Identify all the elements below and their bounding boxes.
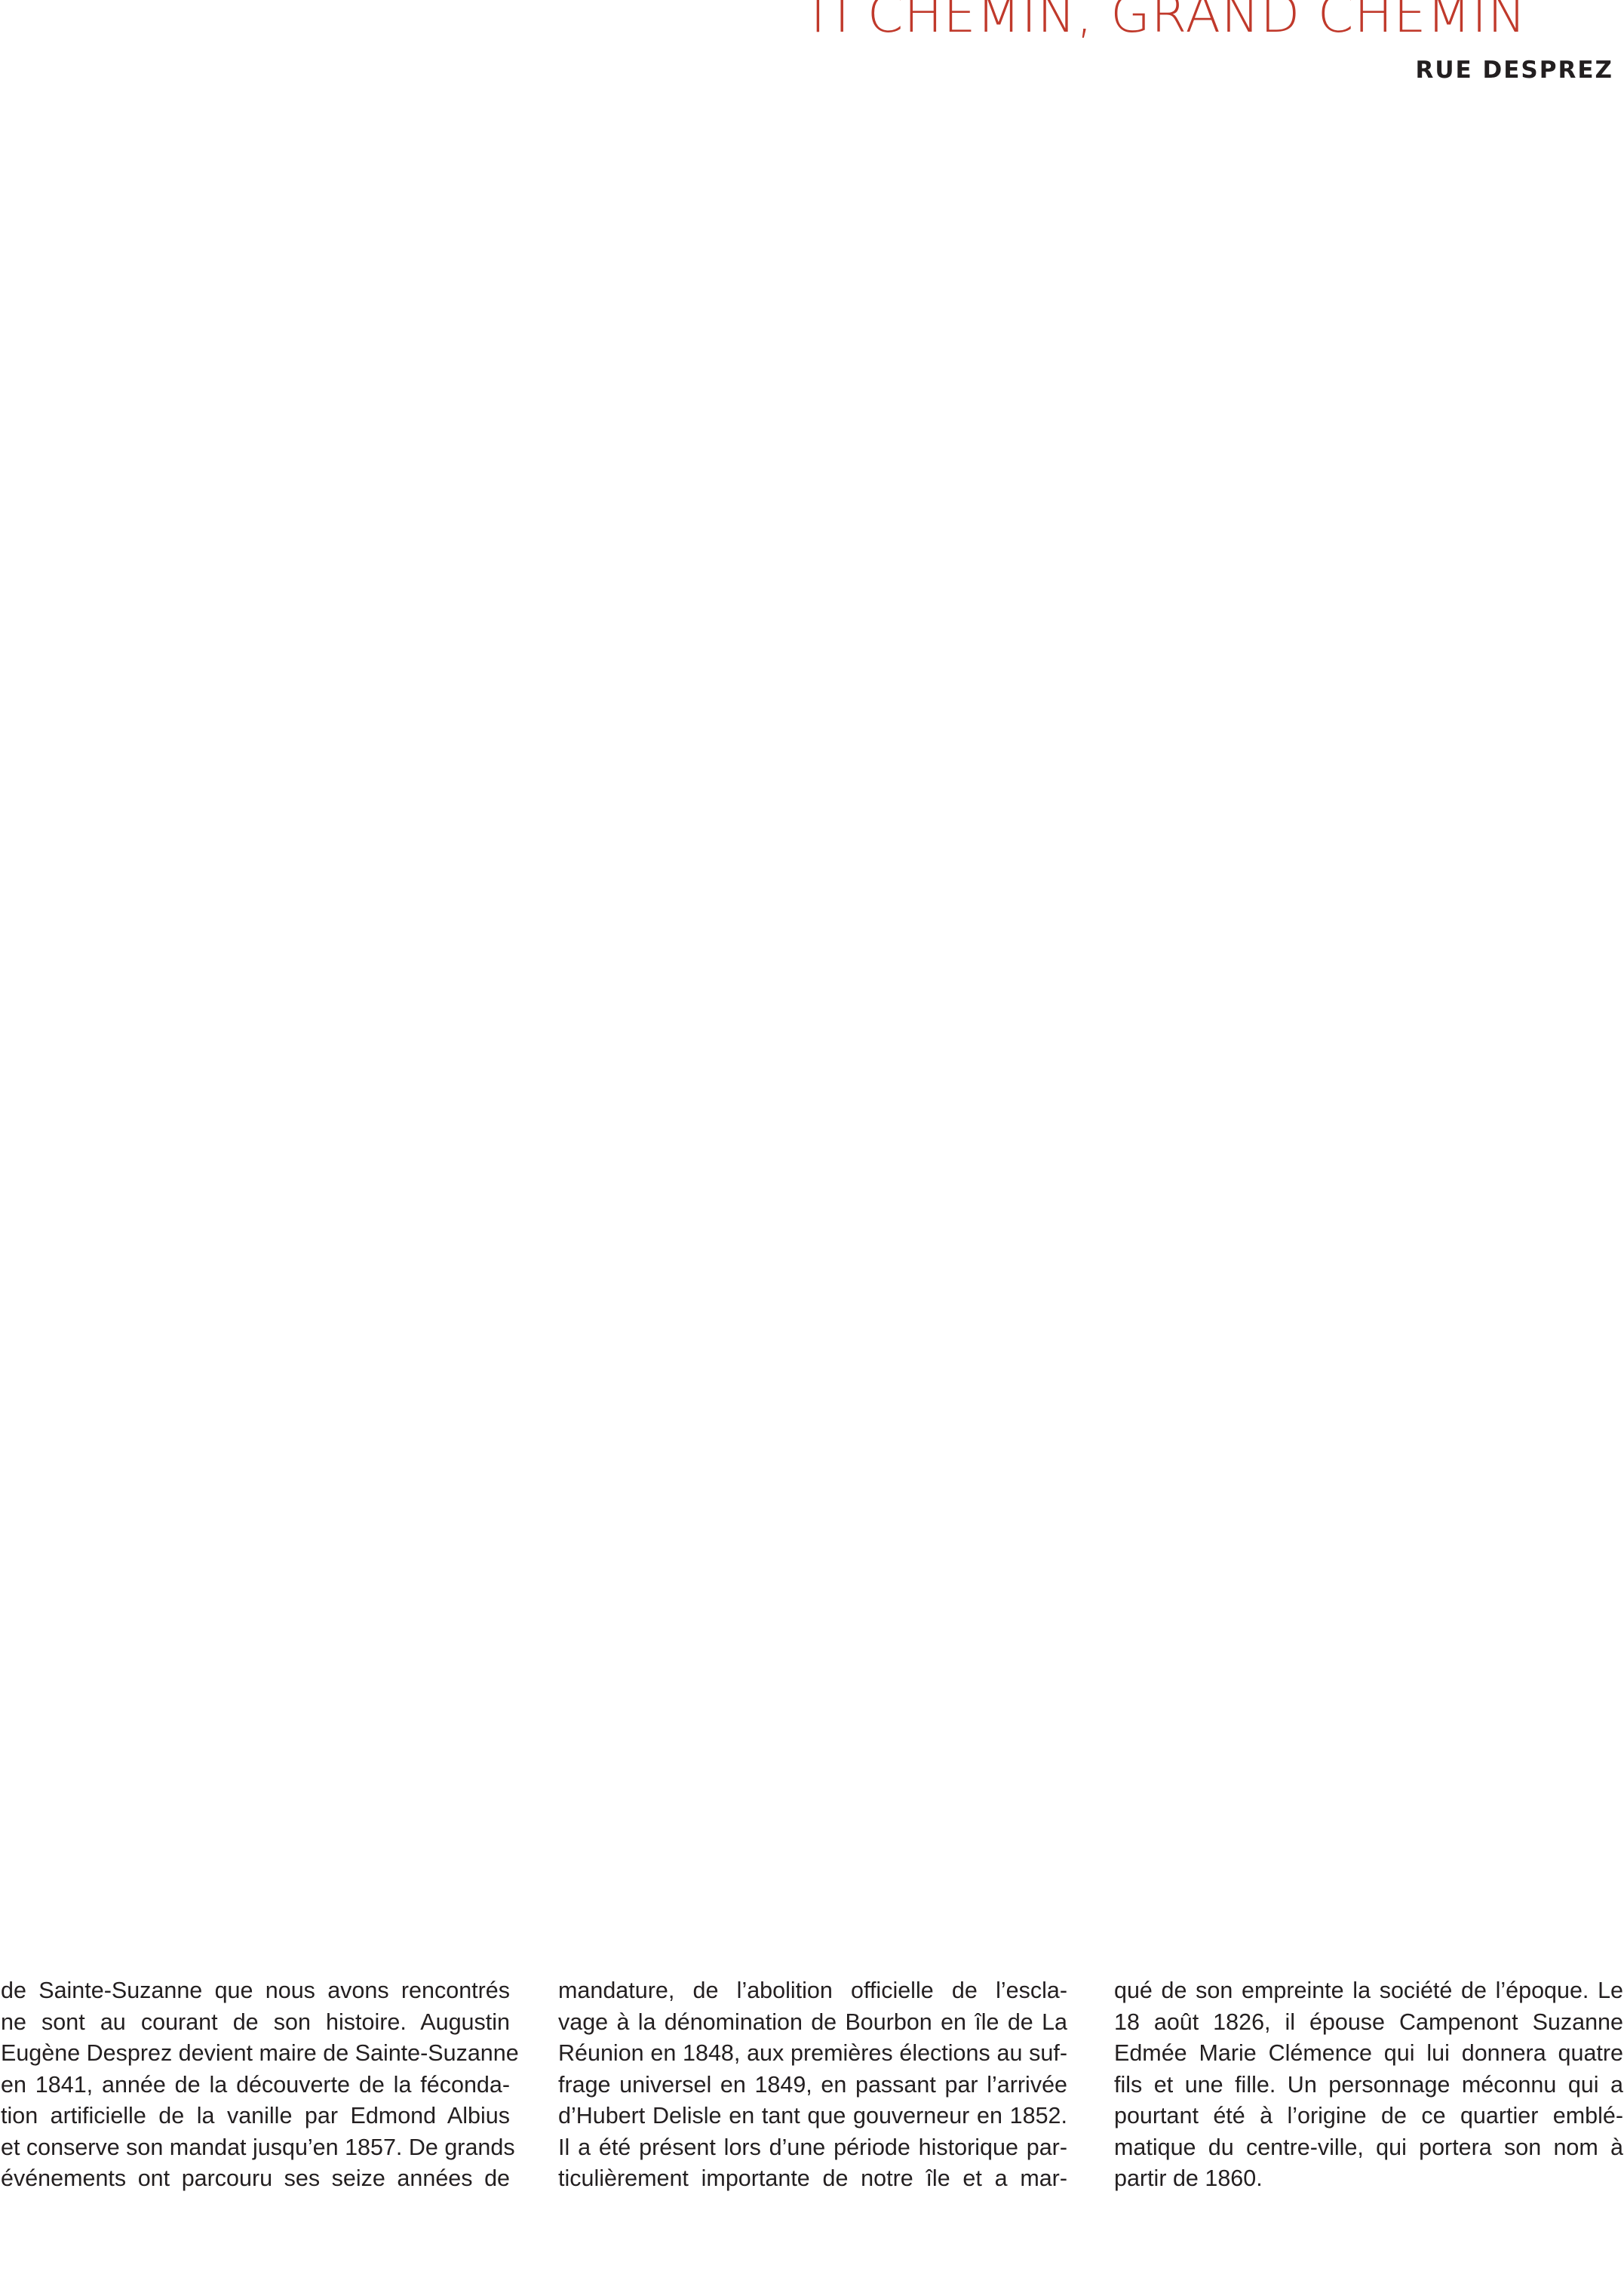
text-line: événements ont parcouru ses seize années…: [1, 2165, 510, 2191]
text-line: qué de son empreinte la société de l’épo…: [1114, 1978, 1623, 2003]
article-column-1: de Sainte-Suzanne que nous avons rencont…: [1, 1975, 519, 2195]
text-line: pourtant été à l’origine de ce quartier …: [1114, 2103, 1623, 2128]
text-line: Edmée Marie Clémence qui lui donnera qua…: [1114, 2040, 1623, 2066]
text-line: mandature, de l’abolition officielle de …: [558, 1978, 1067, 2003]
text-line: matique du centre-ville, qui portera son…: [1114, 2134, 1623, 2160]
text-line: ne sont au courant de son histoire. Augu…: [1, 2009, 510, 2035]
text-line: Il a été présent lors d’une période hist…: [558, 2134, 1067, 2160]
text-line: Réunion en 1848, aux premières élections…: [558, 2040, 1067, 2066]
text-line: et conserve son mandat jusqu’en 1857. De…: [1, 2134, 515, 2160]
text-line: vage à la dénomination de Bourbon en île…: [558, 2009, 1067, 2035]
article-column-2: mandature, de l’abolition officielle de …: [558, 1975, 1067, 2195]
article-body: de Sainte-Suzanne que nous avons rencont…: [0, 1975, 1624, 2224]
text-line: 18 août 1826, il épouse Campenont Suzann…: [1114, 2009, 1623, 2035]
text-line: tion artificielle de la vanille par Edmo…: [1, 2103, 510, 2128]
page-header-title: TI CHEMIN, GRAND CHEMIN: [802, 0, 1527, 45]
text-line: fils et une fille. Un personnage méconnu…: [1114, 2071, 1623, 2098]
text-line: en 1841, année de la découverte de la fé…: [1, 2071, 510, 2098]
text-line: frage universel en 1849, en passant par …: [558, 2071, 1067, 2098]
text-line: d’Hubert Delisle en tant que gouverneur …: [558, 2103, 1067, 2128]
text-line: partir de 1860.: [1114, 2165, 1263, 2191]
article-column-3: qué de son empreinte la société de l’épo…: [1114, 1975, 1623, 2195]
text-line: Eugène Desprez devient maire de Sainte-S…: [1, 2040, 519, 2066]
page-header-subtitle: RUE DESPREZ: [1415, 57, 1613, 84]
text-line: ticulièrement importante de notre île et…: [558, 2165, 1067, 2191]
text-line: de Sainte-Suzanne que nous avons rencont…: [1, 1978, 510, 2003]
